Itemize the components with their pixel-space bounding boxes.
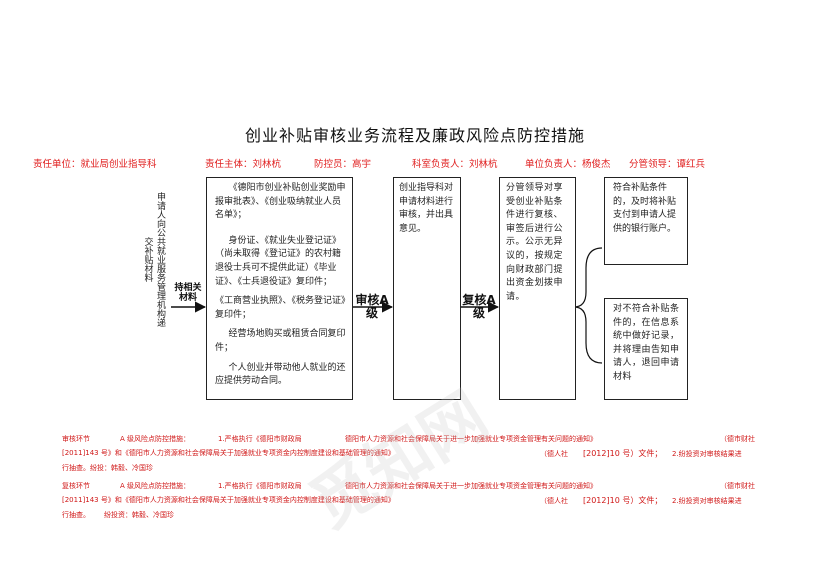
footer-r2-c3: [2012]10 号）文件；: [583, 449, 663, 458]
footer-r2-c2: （德人社: [540, 450, 568, 458]
footer-r4-c6: 纷投资：韩毅、冷国珍: [104, 511, 174, 519]
review-text: 创业指导科对申请材料进行审核，并出具意见。: [399, 183, 454, 234]
footer-r1-c4: 德阳市人力资源和社会保障局关于进一步加强就业专项资金管理有关问题的通知》: [345, 435, 597, 443]
footer-r2-c1: [2011]143 号》和《德阳市人力资源和社会保障局关于加强就业专项资金内控制…: [62, 449, 395, 457]
footer-r2-c5: 行抽查。纷投：韩毅、冷国珍: [62, 464, 153, 472]
responsible-subject: 责任主体：刘林杭: [205, 159, 282, 170]
materials-box: 《德阳市创业补贴创业奖励申报审批表》、《创业吸纳就业人员名单》； 身份证、《就业…: [206, 177, 353, 400]
footer-r1-c1: 审核环节: [62, 435, 90, 443]
recheck-box: 分管领导对享受创业补贴条件进行复核、审签后进行公示。公示无异议的，按规定向财政部…: [499, 177, 576, 400]
outcome-eligible-text: 符合补贴条件的，及时将补贴支付到申请人提供的银行账户。: [613, 183, 677, 234]
risk-controller: 防控员：高宇: [314, 159, 372, 170]
footer-r2-c4: 2.纷投资对审核结果进: [672, 450, 742, 458]
leader-in-charge: 分管领导：谭红兵: [629, 159, 706, 170]
material-item: 个人创业并带动他人就业的还应提供劳动合同。: [215, 362, 346, 387]
footer-r3-c1: 复核环节: [62, 482, 90, 490]
responsible-unit: 责任单位：就业局创业指导科: [33, 159, 157, 170]
footer-r1-c5: （德市财社: [720, 435, 755, 443]
material-item: 身份证、《就业失业登记证》（尚未取得《登记证》的农村籍退役士兵可不提供此证）《毕…: [215, 235, 342, 287]
footer-r4-c1: [2011]143 号》和《德阳市人力资源和社会保障局关于加强就业专项资金内控制…: [62, 496, 395, 504]
footer-r3-c2: A 级风险点防控措施：: [120, 482, 191, 490]
footer-r4-c3: [2012]10 号）文件；: [583, 496, 663, 505]
unit-chief: 单位负责人：杨俊杰: [525, 159, 611, 170]
section-chief: 科室负责人：刘林杭: [412, 159, 498, 170]
submit-label: 持相关材料: [174, 283, 202, 303]
review-level-label: 审核A级: [355, 293, 389, 320]
recheck-level-label: 复核A级: [462, 293, 496, 320]
material-item: 《工商营业执照》、《税务登记证》复印件；: [215, 296, 346, 320]
material-item: 《德阳市创业补贴创业奖励申报审批表》、《创业吸纳就业人员名单》；: [215, 183, 346, 221]
page-title: 创业补贴审核业务流程及廉政风险点防控措施: [244, 126, 585, 145]
footer-r4-c5: 行抽查。: [62, 511, 90, 519]
material-item: 经营场地购买或租赁合同复印件；: [215, 329, 346, 353]
recheck-text: 分管领导对享受创业补贴条件进行复核、审签后进行公示。公示无异议的，按规定向财政部…: [506, 183, 564, 302]
outcome-ineligible-box: 对不符合补贴条件的，在信息系统中做好记录，并将理由告知申请人，退回申请材料: [604, 298, 688, 400]
outcome-eligible-box: 符合补贴条件的，及时将补贴支付到申请人提供的银行账户。: [604, 177, 688, 265]
footer-r4-c4: 2.纷投资对审核结果进: [672, 497, 742, 505]
footer-r1-c3: 1.严格执行《德阳市财政局: [218, 435, 302, 443]
outcome-ineligible-text: 对不符合补贴条件的，在信息系统中做好记录，并将理由告知申请人，退回申请材料: [613, 304, 680, 382]
footer-r3-c3: 1.严格执行《德阳市财政局: [218, 482, 302, 490]
applicant-text: 申请人向公共就业服务管理机构递交补贴材料: [142, 192, 166, 327]
review-box: 创业指导科对申请材料进行审核，并出具意见。: [393, 177, 461, 400]
outcome-brace: [573, 247, 603, 364]
footer-r3-c4: 德阳市人力资源和社会保障局关于进一步加强就业专项资金管理有关问题的通知》: [345, 482, 597, 490]
footer-r3-c5: （德市财社: [720, 482, 755, 490]
footer-r1-c2: A 级风险点防控措施：: [120, 435, 191, 443]
footer-r4-c2: （德人社: [540, 497, 568, 505]
